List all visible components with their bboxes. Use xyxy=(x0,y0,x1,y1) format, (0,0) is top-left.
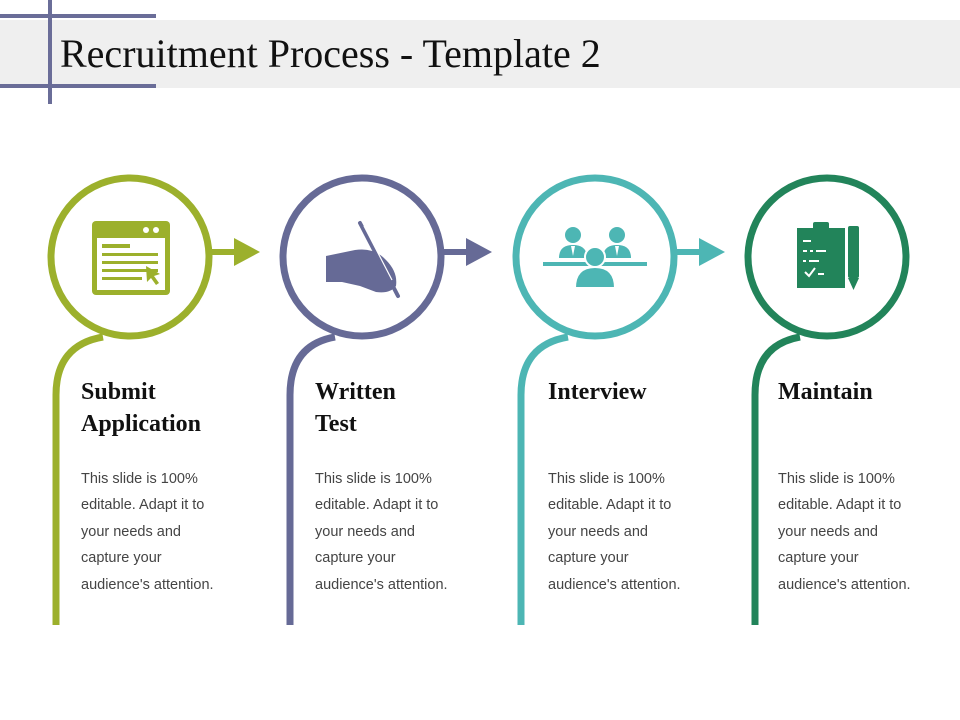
step-3-ring xyxy=(512,174,678,340)
application-form-icon xyxy=(92,221,170,295)
interview-panel-icon xyxy=(543,227,647,289)
decorative-vertical-line xyxy=(48,0,52,104)
writing-hand-icon xyxy=(326,221,400,298)
step-2-graphic xyxy=(279,174,492,625)
step-4-graphic xyxy=(744,174,910,625)
step-4-connector-line xyxy=(751,333,801,625)
step-4-title: Maintain xyxy=(778,379,873,405)
step-1-graphic xyxy=(47,174,260,625)
clipboard-checklist-icon xyxy=(797,222,859,290)
step-2-connector-line xyxy=(286,333,336,625)
step-2-arrow xyxy=(444,238,492,266)
step-2-ring xyxy=(279,174,445,340)
step-1-ring xyxy=(47,174,213,340)
decorative-horizontal-line-top xyxy=(0,14,156,18)
step-1-arrow xyxy=(212,238,260,266)
step-3-connector-line xyxy=(517,333,569,625)
step-3-description: This slide is 100% editable. Adapt it to… xyxy=(548,471,681,593)
step-2-description: This slide is 100% editable. Adapt it to… xyxy=(315,471,448,593)
step-1-description: This slide is 100% editable. Adapt it to… xyxy=(81,471,214,593)
step-3-arrow xyxy=(677,238,725,266)
step-1-connector-line xyxy=(52,333,104,625)
step-3-title: Interview xyxy=(548,379,647,405)
step-4-description: This slide is 100% editable. Adapt it to… xyxy=(778,471,911,593)
slide-title: Recruitment Process - Template 2 xyxy=(60,31,601,76)
title-band xyxy=(0,20,960,88)
step-3-graphic xyxy=(512,174,725,625)
decorative-horizontal-line-bottom xyxy=(0,84,156,88)
step-4-ring xyxy=(744,174,910,340)
